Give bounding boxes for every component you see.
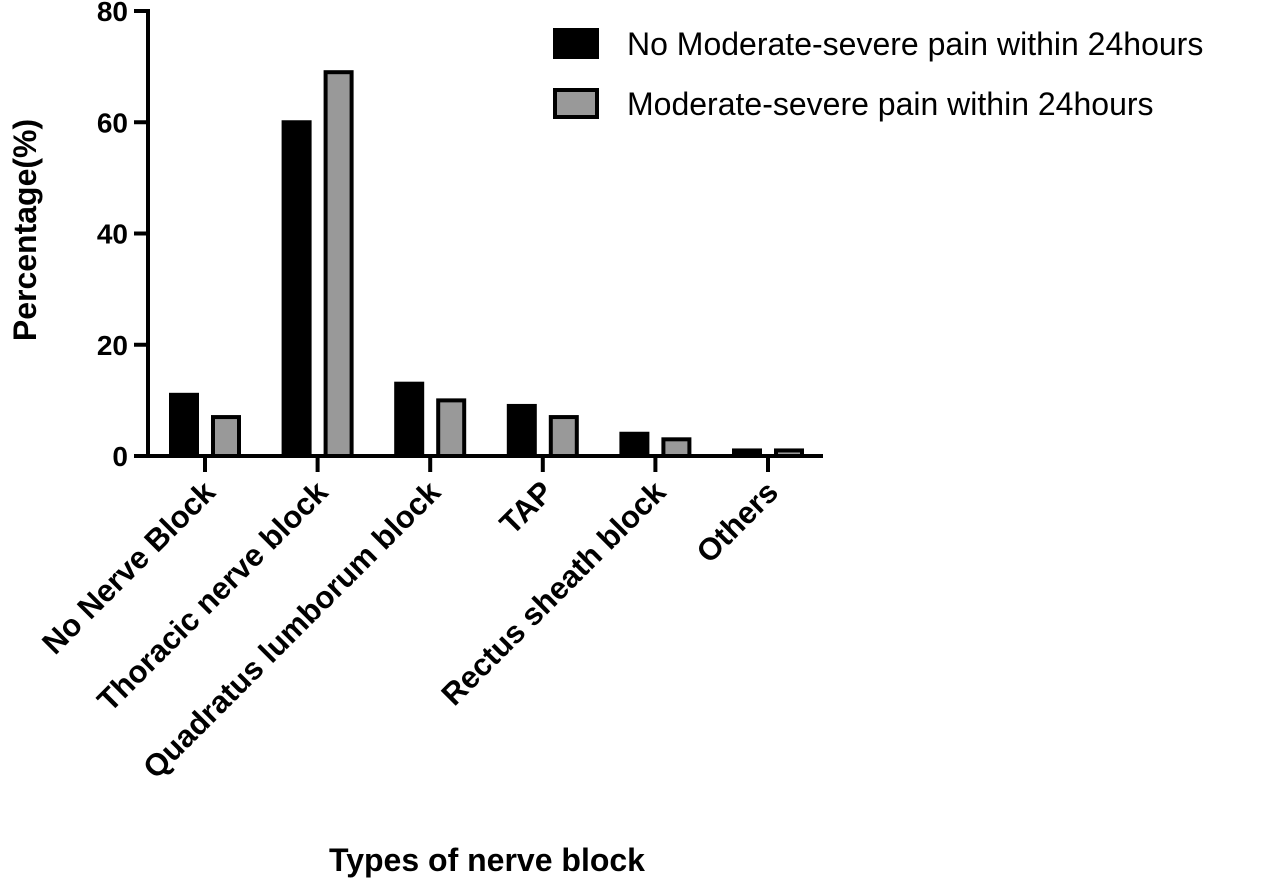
x-category-label: TAP	[493, 474, 560, 541]
y-axis-title: Percentage(%)	[7, 119, 43, 341]
bar-pain-1	[323, 70, 354, 458]
bar-no-pain-2	[394, 381, 425, 458]
x-category-label: Rectus sheath block	[434, 474, 672, 712]
bar-no-pain-0	[169, 392, 199, 458]
bar-pain-2	[436, 398, 467, 458]
x-category-label: Thoracic nerve block	[91, 474, 336, 719]
legend-swatch	[553, 88, 599, 119]
legend-label: Moderate-severe pain within 24hours	[627, 86, 1154, 122]
legend-label: No Moderate-severe pain within 24hours	[627, 26, 1203, 62]
y-tick-label: 0	[112, 441, 128, 472]
y-tick-label: 80	[97, 0, 128, 27]
bar-pain-4	[661, 437, 692, 458]
y-ticks: 0 20 40 60 80	[97, 0, 148, 472]
legend-swatch	[553, 28, 599, 59]
bar-no-pain-4	[619, 431, 650, 458]
bar-no-pain-1	[281, 120, 312, 458]
axes-layer	[146, 9, 823, 458]
y-tick-label: 60	[97, 107, 128, 138]
legend: No Moderate-severe pain within 24hoursMo…	[553, 26, 1203, 122]
bar-no-pain-3	[506, 403, 537, 458]
bars-layer	[169, 70, 804, 458]
x-axis-title: Types of nerve block	[329, 842, 645, 878]
y-tick-label: 40	[97, 219, 128, 250]
x-category-label: Others	[690, 474, 785, 569]
bar-pain-0	[211, 415, 241, 458]
y-tick-label: 20	[97, 330, 128, 361]
bar-pain-3	[548, 415, 579, 458]
